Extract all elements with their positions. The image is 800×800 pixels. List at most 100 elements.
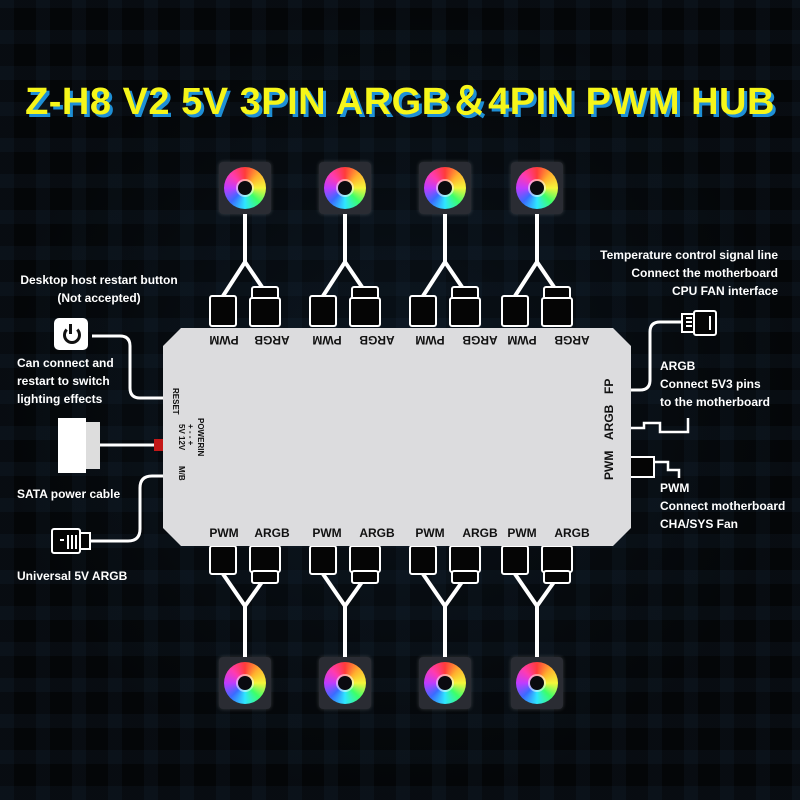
- bottom-port-label: PWM: [507, 526, 537, 540]
- argb-fan-icon: [419, 162, 471, 214]
- argb-connector-icon: [449, 545, 481, 573]
- note-line: Desktop host restart button: [20, 273, 178, 287]
- power-plug-icon: [154, 439, 164, 451]
- top-port-label: PWM: [415, 333, 445, 347]
- pwm-connector-icon: [501, 545, 529, 575]
- pwm-port-label: PWM: [602, 450, 616, 480]
- argb-mb-wire: [628, 418, 690, 434]
- universal-argb-connector-icon: [51, 528, 91, 554]
- argb-connector-icon: [349, 297, 381, 327]
- note-line: lighting effects: [17, 392, 103, 406]
- fan-hub: [338, 181, 352, 195]
- hub-board: [163, 328, 631, 546]
- fan-hub: [238, 676, 252, 690]
- top-port-label: PWM: [209, 333, 239, 347]
- fan-wire: [513, 572, 556, 657]
- argb-connector-head-icon: [251, 570, 279, 584]
- pwm-connector-icon: [309, 545, 337, 575]
- argb-mb-note: ARGB Connect 5V3 pins to the motherboard: [660, 357, 770, 411]
- fp-connector-icon: [681, 310, 717, 336]
- fp-note: Temperature control signal line Connect …: [600, 246, 778, 300]
- argb-fan-icon: [219, 162, 271, 214]
- top-port-label: ARGB: [554, 333, 590, 347]
- argb-fan-icon: [319, 162, 371, 214]
- polarity-label: + - - +: [186, 424, 195, 446]
- note-line: CPU FAN interface: [671, 284, 778, 298]
- pwm-connector-icon: [309, 295, 337, 327]
- argb-fan-icon: [511, 657, 563, 709]
- top-port-label: PWM: [507, 333, 537, 347]
- fan-hub: [238, 181, 252, 195]
- top-port-label: ARGB: [254, 333, 290, 347]
- top-port-label: ARGB: [462, 333, 498, 347]
- note-line: PWM: [660, 481, 690, 495]
- sata-connector-icon: [58, 418, 86, 473]
- argb-universal-wire: [90, 474, 166, 543]
- argb-connector-head-icon: [351, 570, 379, 584]
- note-line: Connect 5V3 pins: [660, 377, 761, 391]
- fan-wire: [513, 214, 556, 298]
- bottom-port-label: PWM: [209, 526, 239, 540]
- fan-wire: [321, 214, 364, 298]
- pwm-connector-icon: [209, 295, 237, 327]
- pwm-connector-icon: [409, 545, 437, 575]
- bottom-port-label: ARGB: [254, 526, 290, 540]
- fp-wire: [628, 320, 682, 392]
- reset-wire: [92, 334, 166, 400]
- argb-fan-icon: [511, 162, 563, 214]
- argb-fan-icon: [419, 657, 471, 709]
- note-line: restart to switch: [17, 374, 110, 388]
- argb-connector-icon: [449, 297, 481, 327]
- bottom-port-label: ARGB: [554, 526, 590, 540]
- pwm-connector-icon: [409, 295, 437, 327]
- fan-wire: [221, 214, 264, 298]
- fan-hub: [530, 181, 544, 195]
- top-port-label: ARGB: [359, 333, 395, 347]
- fan-hub: [530, 676, 544, 690]
- reset-port-label: RESET: [171, 388, 180, 415]
- note-line: Connect the motherboard: [631, 266, 778, 280]
- argb-fan-icon: [219, 657, 271, 709]
- argb-connector-head-icon: [451, 570, 479, 584]
- fan-hub: [438, 676, 452, 690]
- note-line: CHA/SYS Fan: [660, 517, 739, 531]
- bottom-port-label: ARGB: [462, 526, 498, 540]
- fan-wire: [421, 572, 464, 657]
- top-port-label: PWM: [312, 333, 342, 347]
- note-line: Temperature control signal line: [600, 248, 778, 262]
- pwm-connector-icon: [209, 545, 237, 575]
- fan-hub: [438, 181, 452, 195]
- pwm-mb-connector-icon: [627, 456, 655, 478]
- bottom-port-label: PWM: [312, 526, 342, 540]
- bottom-port-label: ARGB: [359, 526, 395, 540]
- argb-fan-icon: [319, 657, 371, 709]
- note-line: to the motherboard: [660, 395, 770, 409]
- product-title: Z-H8 V2 5V 3PIN ARGB＆4PIN PWM HUB: [25, 81, 775, 123]
- note-line: Connect motherboard: [660, 499, 786, 513]
- argb-connector-icon: [541, 545, 573, 573]
- note-line: ARGB: [660, 359, 696, 373]
- power-button-icon: [54, 318, 88, 350]
- voltage-label: 5V 12V: [177, 424, 186, 451]
- argb-connector-icon: [249, 545, 281, 573]
- bottom-port-label: PWM: [415, 526, 445, 540]
- argb-connector-icon: [541, 297, 573, 327]
- argb-universal-note: Universal 5V ARGB: [17, 569, 128, 583]
- powerin-port-label: POWERIN: [196, 418, 205, 457]
- mb-port-label: M/B: [177, 466, 186, 481]
- argb-connector-icon: [249, 297, 281, 327]
- argb-connector-icon: [349, 545, 381, 573]
- pwm-mb-note: PWM Connect motherboard CHA/SYS Fan: [660, 479, 785, 533]
- note-line: Can connect and: [17, 356, 114, 370]
- fan-wire: [321, 572, 364, 657]
- restart-desc-note: Can connect and restart to switch lighti…: [17, 354, 114, 408]
- pwm-connector-icon: [501, 295, 529, 327]
- fan-wire: [421, 214, 464, 298]
- argb-connector-head-icon: [543, 570, 571, 584]
- argb-port-label: ARGB: [602, 404, 616, 440]
- sata-note: SATA power cable: [17, 487, 121, 501]
- fan-wire: [221, 572, 264, 657]
- restart-button-note: Desktop host restart button (Not accepte…: [14, 271, 184, 307]
- fan-hub: [338, 676, 352, 690]
- fp-port-label: FP: [602, 378, 616, 394]
